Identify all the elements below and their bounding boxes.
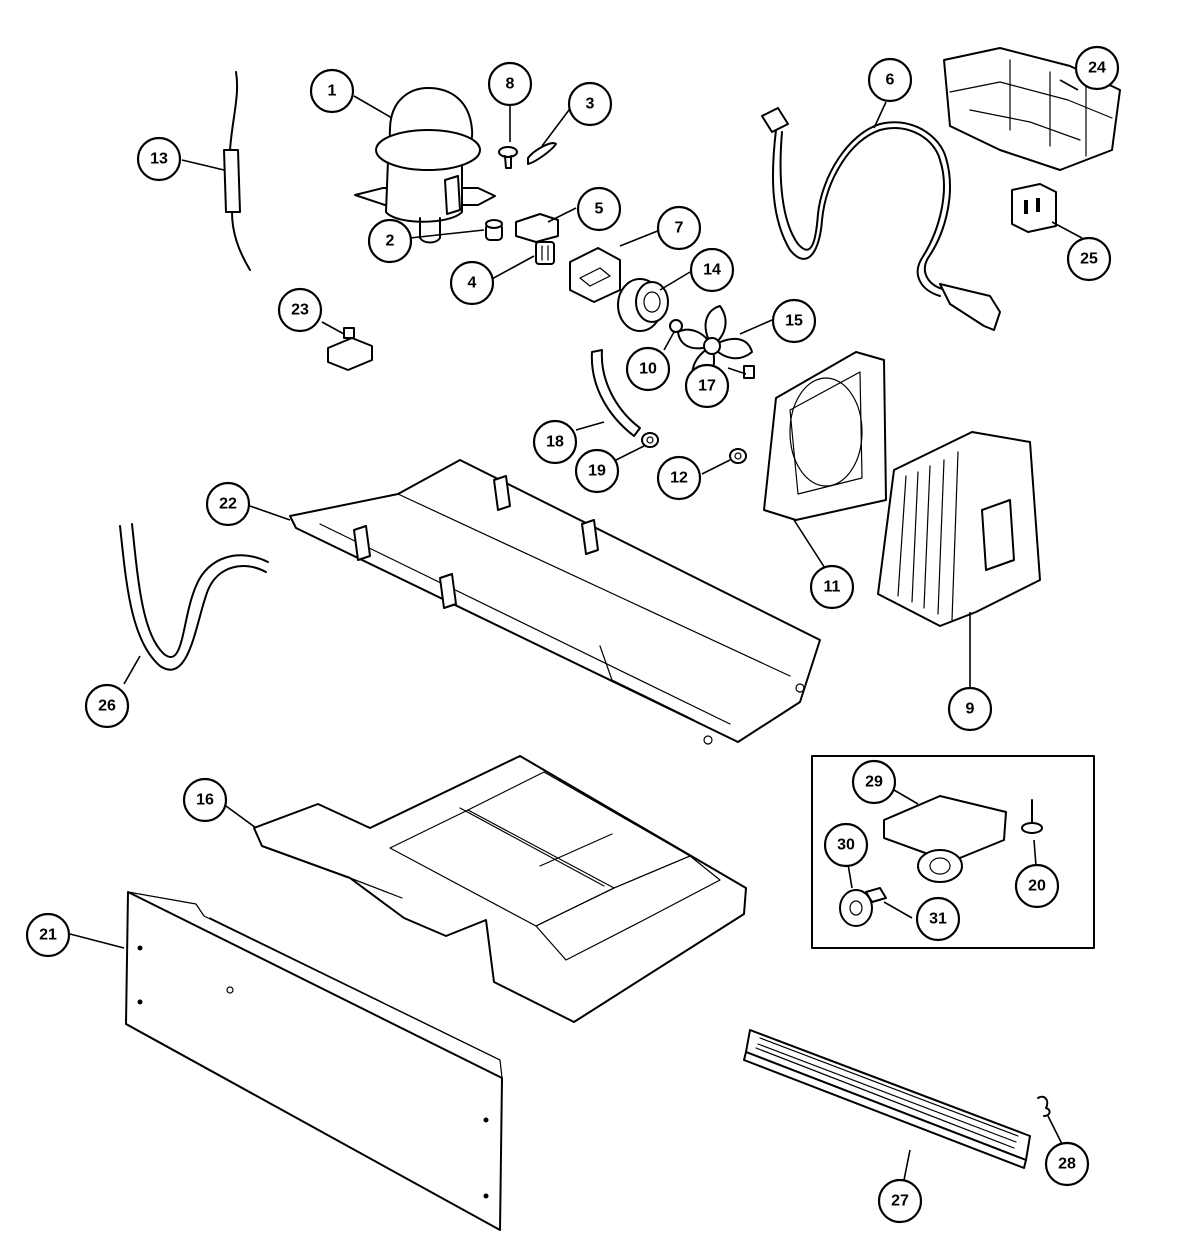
callout-label: 28 xyxy=(1058,1156,1076,1173)
callout-29: 29 xyxy=(851,759,897,805)
callout-27: 27 xyxy=(877,1178,923,1224)
part-23-switch xyxy=(327,327,373,371)
part-20-leveler xyxy=(1021,799,1043,834)
callout-15: 15 xyxy=(771,298,817,344)
callout-label: 27 xyxy=(891,1193,909,1210)
callout-label: 1 xyxy=(328,83,337,100)
part-5-relay-bracket xyxy=(515,213,559,243)
callout-13: 13 xyxy=(136,136,182,182)
callout-17: 17 xyxy=(684,363,730,409)
callout-label: 14 xyxy=(703,262,721,279)
callout-label: 19 xyxy=(588,463,606,480)
part-8-screw xyxy=(498,146,518,169)
callout-23: 23 xyxy=(277,287,323,333)
callout-10: 10 xyxy=(625,346,671,392)
callout-16: 16 xyxy=(182,777,228,823)
callout-label: 20 xyxy=(1028,878,1046,895)
callout-4: 4 xyxy=(449,260,495,306)
leader-lines xyxy=(69,79,1083,1181)
part-12-grommet xyxy=(729,448,747,464)
callout-label: 17 xyxy=(698,378,716,395)
callout-label: 31 xyxy=(929,911,947,928)
callout-7: 7 xyxy=(656,205,702,251)
callout-label: 23 xyxy=(291,302,309,319)
callout-25: 25 xyxy=(1066,236,1112,282)
part-3-clip xyxy=(527,142,557,165)
callout-label: 4 xyxy=(468,275,477,292)
callout-14: 14 xyxy=(689,247,735,293)
callout-3: 3 xyxy=(567,81,613,127)
callout-label: 5 xyxy=(595,201,604,218)
callout-label: 25 xyxy=(1080,251,1098,268)
part-7-relay-cover xyxy=(569,247,621,303)
callout-8: 8 xyxy=(487,61,533,107)
callout-18: 18 xyxy=(532,419,578,465)
callout-19: 19 xyxy=(574,448,620,494)
callout-9: 9 xyxy=(947,686,993,732)
callout-label: 8 xyxy=(506,76,515,93)
callout-31: 31 xyxy=(915,896,961,942)
callout-28: 28 xyxy=(1044,1141,1090,1187)
part-9-condenser xyxy=(877,431,1041,627)
part-26-drain-hose xyxy=(119,523,269,671)
part-14-fan-motor xyxy=(617,278,669,332)
callout-1: 1 xyxy=(309,68,355,114)
callout-label: 16 xyxy=(196,792,214,809)
part-11-fan-shroud xyxy=(763,351,887,521)
callout-26: 26 xyxy=(84,683,130,729)
part-29-roller-bracket xyxy=(883,795,1007,883)
callout-label: 9 xyxy=(966,701,975,718)
callout-label: 15 xyxy=(785,313,803,330)
callout-label: 12 xyxy=(670,470,688,487)
callout-6: 6 xyxy=(867,57,913,103)
callout-label: 11 xyxy=(824,579,841,596)
part-16-drain-pan xyxy=(253,755,747,1023)
part-22-base-pan xyxy=(289,459,821,745)
callout-label: 7 xyxy=(675,220,684,237)
part-27-grille xyxy=(743,1029,1031,1169)
callout-30: 30 xyxy=(823,822,869,868)
part-4-overload xyxy=(535,241,555,265)
inset-box xyxy=(811,755,1095,949)
part-17-clip xyxy=(743,365,755,379)
callout-label: 2 xyxy=(386,233,395,250)
callout-12: 12 xyxy=(656,455,702,501)
part-24-bracket xyxy=(943,47,1121,171)
callout-label: 6 xyxy=(886,72,895,89)
part-10-nut xyxy=(669,319,683,333)
callout-label: 10 xyxy=(639,361,657,378)
part-30-roller xyxy=(839,889,873,927)
callout-21: 21 xyxy=(25,912,71,958)
part-21-front-panel xyxy=(125,891,503,1231)
part-25-receptacle xyxy=(1011,183,1057,233)
part-19-grommet xyxy=(641,432,659,448)
callout-label: 22 xyxy=(219,496,237,513)
callout-label: 30 xyxy=(837,837,855,854)
callout-label: 21 xyxy=(39,927,57,944)
callout-24: 24 xyxy=(1074,45,1120,91)
part-6-power-cord xyxy=(761,107,1001,331)
part-13-drier xyxy=(223,71,251,271)
callout-20: 20 xyxy=(1014,863,1060,909)
callout-2: 2 xyxy=(367,218,413,264)
part-2-grommet xyxy=(485,219,503,241)
part-28-clip xyxy=(1037,1095,1051,1117)
callout-label: 18 xyxy=(546,434,564,451)
callout-label: 13 xyxy=(150,151,168,168)
callout-label: 26 xyxy=(98,698,116,715)
callout-label: 3 xyxy=(586,96,595,113)
part-31-bolt xyxy=(865,887,887,903)
part-18-motor-bracket xyxy=(590,349,641,437)
callout-11: 11 xyxy=(809,564,855,610)
callout-label: 29 xyxy=(865,774,883,791)
part-1-compressor xyxy=(354,87,496,244)
callout-22: 22 xyxy=(205,481,251,527)
callout-5: 5 xyxy=(576,186,622,232)
callout-label: 24 xyxy=(1088,60,1106,77)
